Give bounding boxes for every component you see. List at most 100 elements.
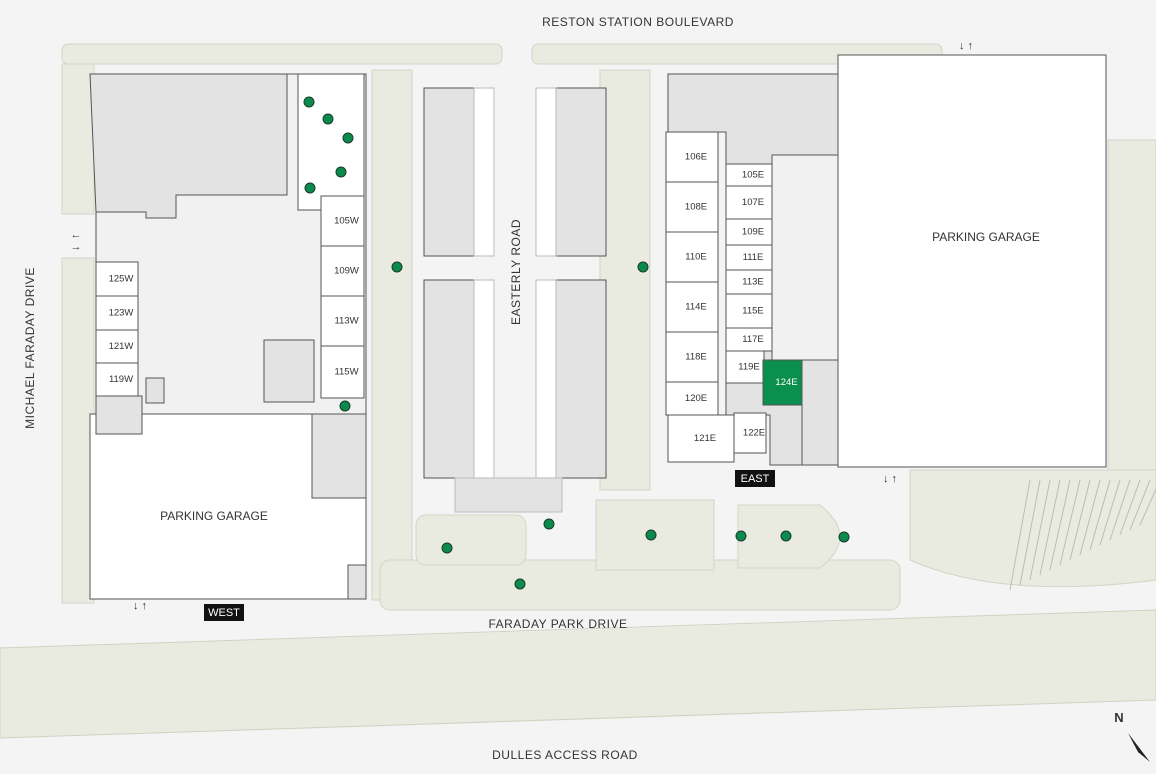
unit-123w[interactable]: 123W	[95, 295, 139, 331]
unit-109e[interactable]: 109E	[725, 218, 773, 246]
amenity-marker[interactable]	[735, 530, 747, 542]
unit-box	[725, 185, 773, 220]
amenity-marker[interactable]	[838, 531, 850, 543]
unit-118e[interactable]: 118E	[665, 331, 719, 383]
parking-stripe	[1029, 479, 1051, 581]
unit-box	[95, 261, 139, 297]
unit-box	[725, 293, 773, 329]
unit-113w[interactable]: 113W	[320, 295, 365, 347]
amenity-marker[interactable]	[304, 182, 316, 194]
unit-box	[320, 245, 365, 297]
unit-box	[733, 412, 767, 454]
townhouse-blocks	[423, 87, 607, 479]
right-arrow-icon: →	[71, 241, 82, 253]
surface-parking	[1009, 479, 1156, 591]
unit-box	[95, 362, 139, 397]
unit-label: 111E	[743, 252, 764, 263]
west-stair	[95, 395, 143, 435]
unit-label: 106E	[685, 152, 707, 163]
unit-106e[interactable]: 106E	[665, 131, 719, 183]
amenity-marker[interactable]	[645, 529, 657, 541]
parking-stripe	[1049, 479, 1071, 571]
unit-105e[interactable]: 105E	[725, 163, 773, 187]
unit-label: 118E	[685, 352, 706, 363]
unit-label: 119W	[109, 374, 133, 385]
unit-label: 124E	[775, 377, 797, 388]
unit-108e[interactable]: 108E	[665, 181, 719, 233]
unit-box	[320, 295, 365, 347]
unit-label: 114E	[685, 302, 706, 313]
amenity-marker[interactable]	[303, 96, 315, 108]
parking-stripe	[1059, 479, 1081, 566]
unit-113e[interactable]: 113E	[725, 269, 773, 295]
svg-text:WEST: WEST	[208, 607, 240, 619]
unit-label: 119E	[738, 362, 759, 373]
unit-121w[interactable]: 121W	[95, 329, 139, 364]
traffic-arrows-icon: ↓ ↑	[883, 473, 897, 485]
parking-stripe	[1109, 479, 1131, 541]
unit-label: 120E	[685, 393, 707, 404]
unit-label: 117E	[742, 334, 763, 345]
parking-stripe	[1099, 479, 1121, 546]
unit-label: 115E	[742, 306, 763, 317]
amenity-marker[interactable]	[342, 132, 354, 144]
unit-label: 113W	[334, 316, 358, 327]
amenity-marker[interactable]	[339, 400, 351, 412]
unit-label: 109W	[334, 266, 359, 277]
unit-label: 122E	[743, 428, 765, 439]
amenity-marker[interactable]	[335, 166, 347, 178]
unit-label: 105W	[334, 216, 359, 227]
unit-117e[interactable]: 117E	[725, 327, 773, 352]
unit-box	[95, 295, 139, 331]
amenity-marker[interactable]	[543, 518, 555, 530]
green-spaces	[61, 43, 1156, 611]
unit-box	[320, 195, 365, 247]
unit-label: 123W	[109, 308, 134, 319]
unit-115e[interactable]: 115E	[725, 293, 773, 329]
west-stair	[311, 413, 367, 499]
townhouse-rows	[473, 87, 557, 479]
amenity-marker[interactable]	[637, 261, 649, 273]
unit-label: 121E	[694, 433, 716, 444]
unit-box	[665, 331, 719, 383]
west-entrance-badge[interactable]: WEST	[204, 604, 244, 621]
unit-109w[interactable]: 109W	[320, 245, 365, 297]
east-parking-garage[interactable]	[837, 54, 1107, 468]
road-label-west: MICHAEL FARADAY DRIVE	[23, 267, 37, 429]
unit-label: 113E	[742, 277, 763, 288]
unit-125w[interactable]: 125W	[95, 261, 139, 297]
unit-122e[interactable]: 122E	[733, 412, 767, 454]
unit-110e[interactable]: 110E	[665, 231, 719, 283]
unit-115w[interactable]: 115W	[320, 345, 365, 399]
amenity-marker[interactable]	[391, 261, 403, 273]
amenity-marker[interactable]	[322, 113, 334, 125]
east-entrance-badge[interactable]: EAST	[735, 470, 775, 487]
unit-105w[interactable]: 105W	[320, 195, 365, 247]
parking-stripe	[1069, 479, 1091, 561]
unit-124e[interactable]: 124E	[762, 359, 803, 406]
unit-111e[interactable]: 111E	[725, 244, 773, 271]
left-arrow-icon: ←	[71, 229, 82, 241]
clubhouse	[454, 477, 563, 513]
unit-box	[762, 359, 803, 406]
amenity-marker[interactable]	[441, 542, 453, 554]
road-label-middle: EASTERLY ROAD	[509, 219, 523, 325]
north-compass: N	[1114, 710, 1150, 762]
west-garage-label: PARKING GARAGE	[160, 509, 268, 523]
unit-box	[725, 269, 773, 295]
unit-114e[interactable]: 114E	[665, 281, 719, 333]
west-stair	[347, 564, 367, 600]
unit-box	[665, 381, 719, 416]
unit-121e[interactable]: 121E	[667, 414, 735, 463]
unit-label: 107E	[742, 197, 764, 208]
amenity-marker[interactable]	[514, 578, 526, 590]
east-garage-label: PARKING GARAGE	[932, 230, 1040, 244]
amenity-marker[interactable]	[780, 530, 792, 542]
unit-119w[interactable]: 119W	[95, 362, 139, 397]
unit-119e[interactable]: 119E	[725, 350, 765, 384]
unit-107e[interactable]: 107E	[725, 185, 773, 220]
unit-120e[interactable]: 120E	[665, 381, 719, 416]
unit-label: 105E	[742, 170, 764, 181]
unit-label: 115W	[334, 367, 358, 378]
